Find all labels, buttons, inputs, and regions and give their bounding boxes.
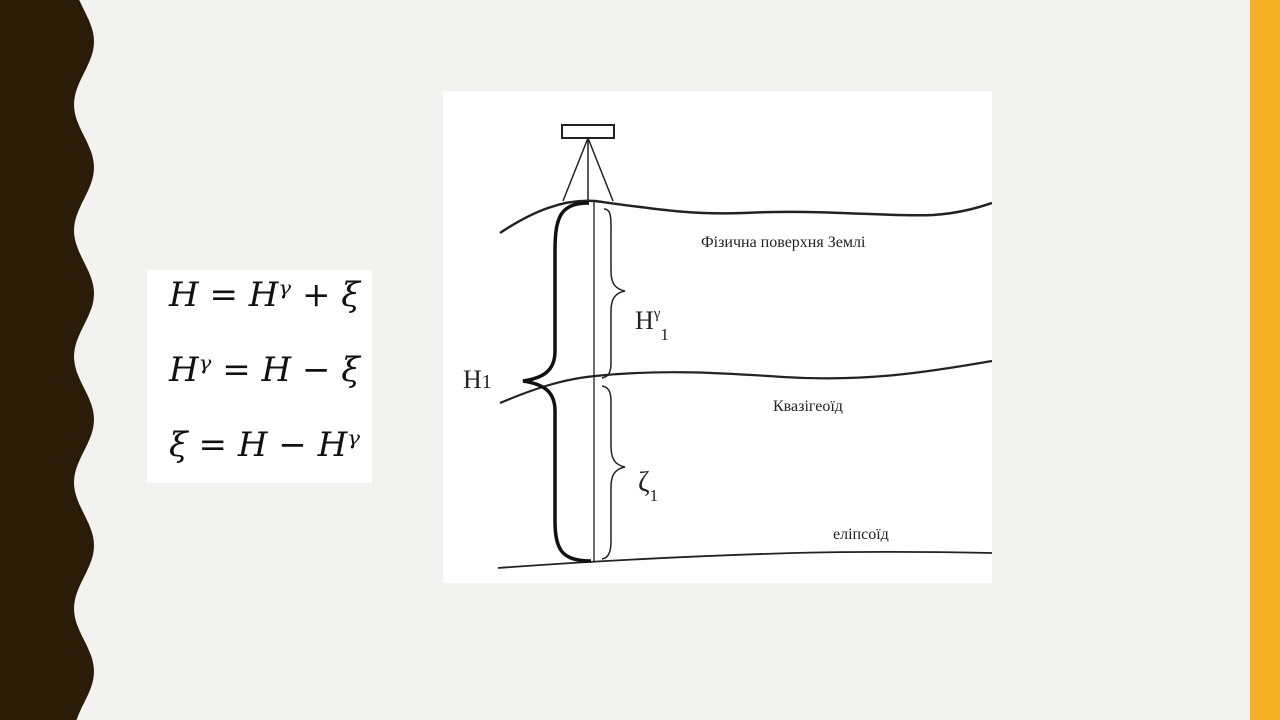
physical-surface-label: Фізична поверхня Землі (701, 234, 866, 251)
h1-brace (522, 201, 592, 563)
left-wavy-band (0, 0, 94, 720)
zeta-brace (601, 385, 626, 560)
accent-bar-fill (1250, 0, 1280, 720)
right-accent-bar (1250, 0, 1280, 720)
h1-label: H1 (463, 365, 492, 394)
formula-h-gamma: Hᵞ = H − ξ (169, 350, 361, 390)
wavy-edge-shape (0, 0, 94, 720)
formula-xi: ξ = H − Hᵞ (169, 425, 361, 465)
h-gamma-brace (601, 208, 626, 379)
zeta-label: ζ1 (638, 467, 658, 505)
quasigeoid-label: Квазігеоїд (773, 398, 843, 415)
ellipsoid-line (497, 550, 992, 569)
h1-subscript: 1 (482, 371, 492, 393)
h1-letter: H (463, 365, 482, 394)
zeta-letter: ζ (638, 467, 650, 498)
h-gamma-subscript: 1 (660, 325, 669, 344)
ellipsoid-label: еліпсоїд (833, 526, 889, 543)
quasigeoid-line (499, 359, 992, 405)
h-gamma-letter: H (635, 306, 654, 335)
zeta-subscript: 1 (650, 486, 659, 505)
h-gamma-superscript: γ (653, 306, 661, 322)
formula-h: H = Hᵞ + ξ (169, 275, 361, 315)
height-systems-diagram: Фізична поверхня Землі Квазігеоїд еліпсо… (443, 91, 992, 583)
physical-surface-line (499, 199, 992, 235)
formula-panel: H = Hᵞ + ξ Hᵞ = H − ξ ξ = H − Hᵞ (147, 270, 372, 483)
level-instrument (561, 124, 615, 139)
h-gamma-label: Hγ 1 (635, 306, 669, 344)
tripod (562, 137, 614, 202)
